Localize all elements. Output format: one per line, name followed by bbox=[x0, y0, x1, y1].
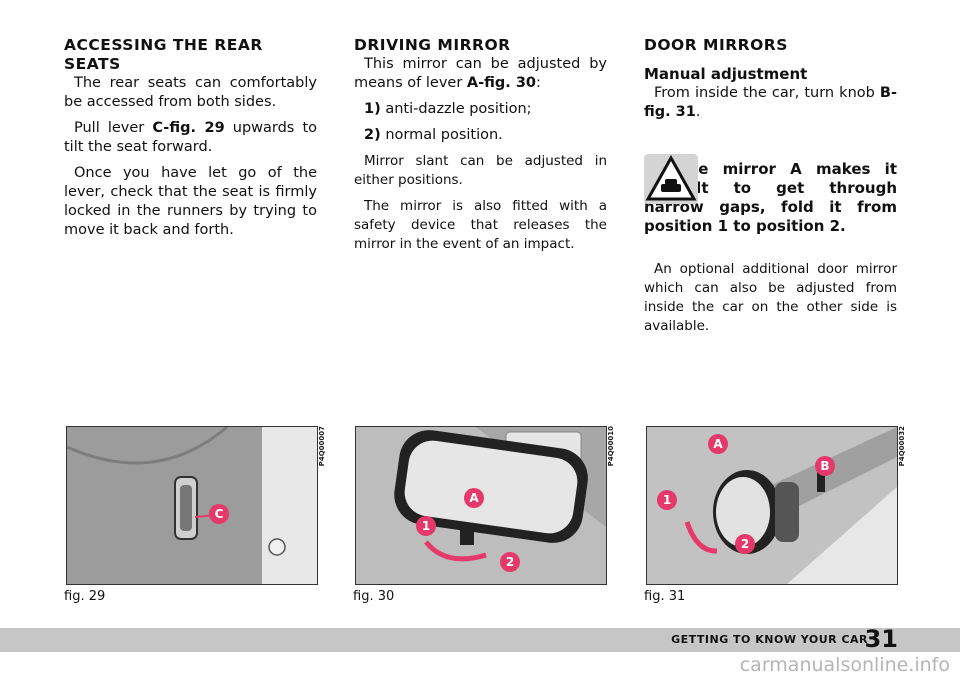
figure-caption: fig. 29 bbox=[64, 589, 106, 604]
column-driving-mirror: DRIVING MIRROR This mirror can be adjust… bbox=[354, 36, 607, 261]
warning-text: If the mirror A makes it difficult to ge… bbox=[644, 160, 897, 235]
heading-driving-mirror: DRIVING MIRROR bbox=[354, 36, 511, 54]
list-item: 1) anti-dazzle position; bbox=[354, 100, 607, 119]
figure-ref: B-fig. 31 bbox=[644, 85, 897, 120]
callout-a: A bbox=[464, 488, 484, 508]
item-number: 1) bbox=[364, 101, 381, 117]
callout-c: C bbox=[209, 504, 229, 524]
paragraph: The mirror is also fitted with a safety … bbox=[354, 198, 607, 252]
heading-door-mirrors: DOOR MIRRORS bbox=[644, 36, 788, 54]
footer-bar bbox=[0, 628, 960, 652]
paragraph: This mirror can be adjusted by means of … bbox=[354, 55, 607, 93]
column-door-mirrors: DOOR MIRRORS Manual adjustment From insi… bbox=[644, 36, 897, 343]
figure-caption: fig. 30 bbox=[353, 589, 395, 604]
figure-29-image bbox=[66, 426, 318, 585]
callout-2: 2 bbox=[500, 552, 520, 572]
warning-box: If the mirror A makes it difficult to ge… bbox=[644, 154, 897, 250]
item-text: anti-dazzle position; bbox=[380, 101, 532, 117]
paragraph: Pull lever C-fig. 29 upwards to tilt the… bbox=[64, 119, 317, 157]
footer-section-title: GETTING TO KNOW YOUR CAR bbox=[671, 633, 868, 646]
text: : bbox=[536, 75, 541, 91]
subheading-manual-adjustment: Manual adjustment bbox=[644, 65, 808, 83]
callout-1: 1 bbox=[657, 490, 677, 510]
callout-1: 1 bbox=[416, 516, 436, 536]
column-rear-seats: ACCESSING THE REAR SEATS The rear seats … bbox=[64, 36, 317, 247]
text: This mirror can be adjusted by means of … bbox=[354, 56, 607, 91]
callout-b: B bbox=[815, 456, 835, 476]
figure-code: P4Q00032 bbox=[898, 426, 906, 467]
text: upwards to tilt the seat forward. bbox=[64, 120, 318, 155]
text: From inside the car, turn knob bbox=[654, 85, 880, 101]
paragraph: An optional additional door mirror which… bbox=[644, 261, 897, 334]
figure-code: P4Q00010 bbox=[607, 426, 615, 467]
heading-accessing-rear-seats: ACCESSING THE REAR SEATS bbox=[64, 36, 263, 73]
figure-31-image bbox=[646, 426, 898, 585]
warning-triangle-icon bbox=[644, 154, 698, 204]
figure-ref: C-fig. 29 bbox=[152, 120, 225, 136]
paragraph: The rear seats can comfortably be access… bbox=[64, 75, 317, 110]
callout-2: 2 bbox=[735, 534, 755, 554]
figure-30-image bbox=[355, 426, 607, 585]
paragraph: From inside the car, turn knob B-fig. 31… bbox=[644, 84, 897, 122]
text: . bbox=[695, 104, 701, 120]
paragraph: Mirror slant can be adjusted in either p… bbox=[354, 153, 607, 188]
figure-ref: A-fig. 30 bbox=[466, 75, 537, 91]
item-number: 2) bbox=[364, 127, 381, 143]
figure-caption: fig. 31 bbox=[644, 589, 686, 604]
callout-a: A bbox=[708, 434, 728, 454]
page-number: 31 bbox=[864, 625, 898, 653]
watermark: carmanualsonline.info bbox=[739, 654, 950, 676]
text: Pull lever bbox=[74, 120, 153, 136]
figure-code: P4Q00007 bbox=[318, 426, 326, 467]
list-item: 2) normal position. bbox=[354, 126, 607, 145]
paragraph: Once you have let go of the lever, check… bbox=[64, 165, 317, 238]
item-text: normal position. bbox=[380, 127, 503, 143]
